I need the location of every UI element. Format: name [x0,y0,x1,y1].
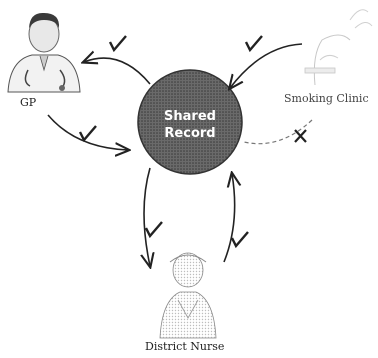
smoking-clinic-label: Smoking Clinic [284,92,369,105]
arrow-smoking-blocked [244,120,312,144]
arrow-smoking-to-record [230,44,302,88]
smoking-clinic-icon [305,10,372,85]
shared-record-label: Shared Record [150,108,230,142]
cross-icon [295,130,306,142]
district-nurse-label: District Nurse [145,340,224,353]
checkmark-icon [146,222,162,236]
arrow-gp-to-record [48,115,128,150]
district-nurse-icon [160,253,216,338]
checkmark-icon [246,36,262,50]
gp-doctor-icon [8,13,80,92]
checkmark-icon [80,126,96,140]
center-line2: Record [150,125,230,142]
arrow-nurse-to-record [224,174,235,262]
checkmark-icon [110,36,126,50]
center-line1: Shared [150,108,230,125]
arrow-record-to-nurse [144,168,150,266]
gp-label: GP [20,96,36,109]
checkmark-icon [232,232,248,246]
arrow-record-to-gp [84,58,150,84]
